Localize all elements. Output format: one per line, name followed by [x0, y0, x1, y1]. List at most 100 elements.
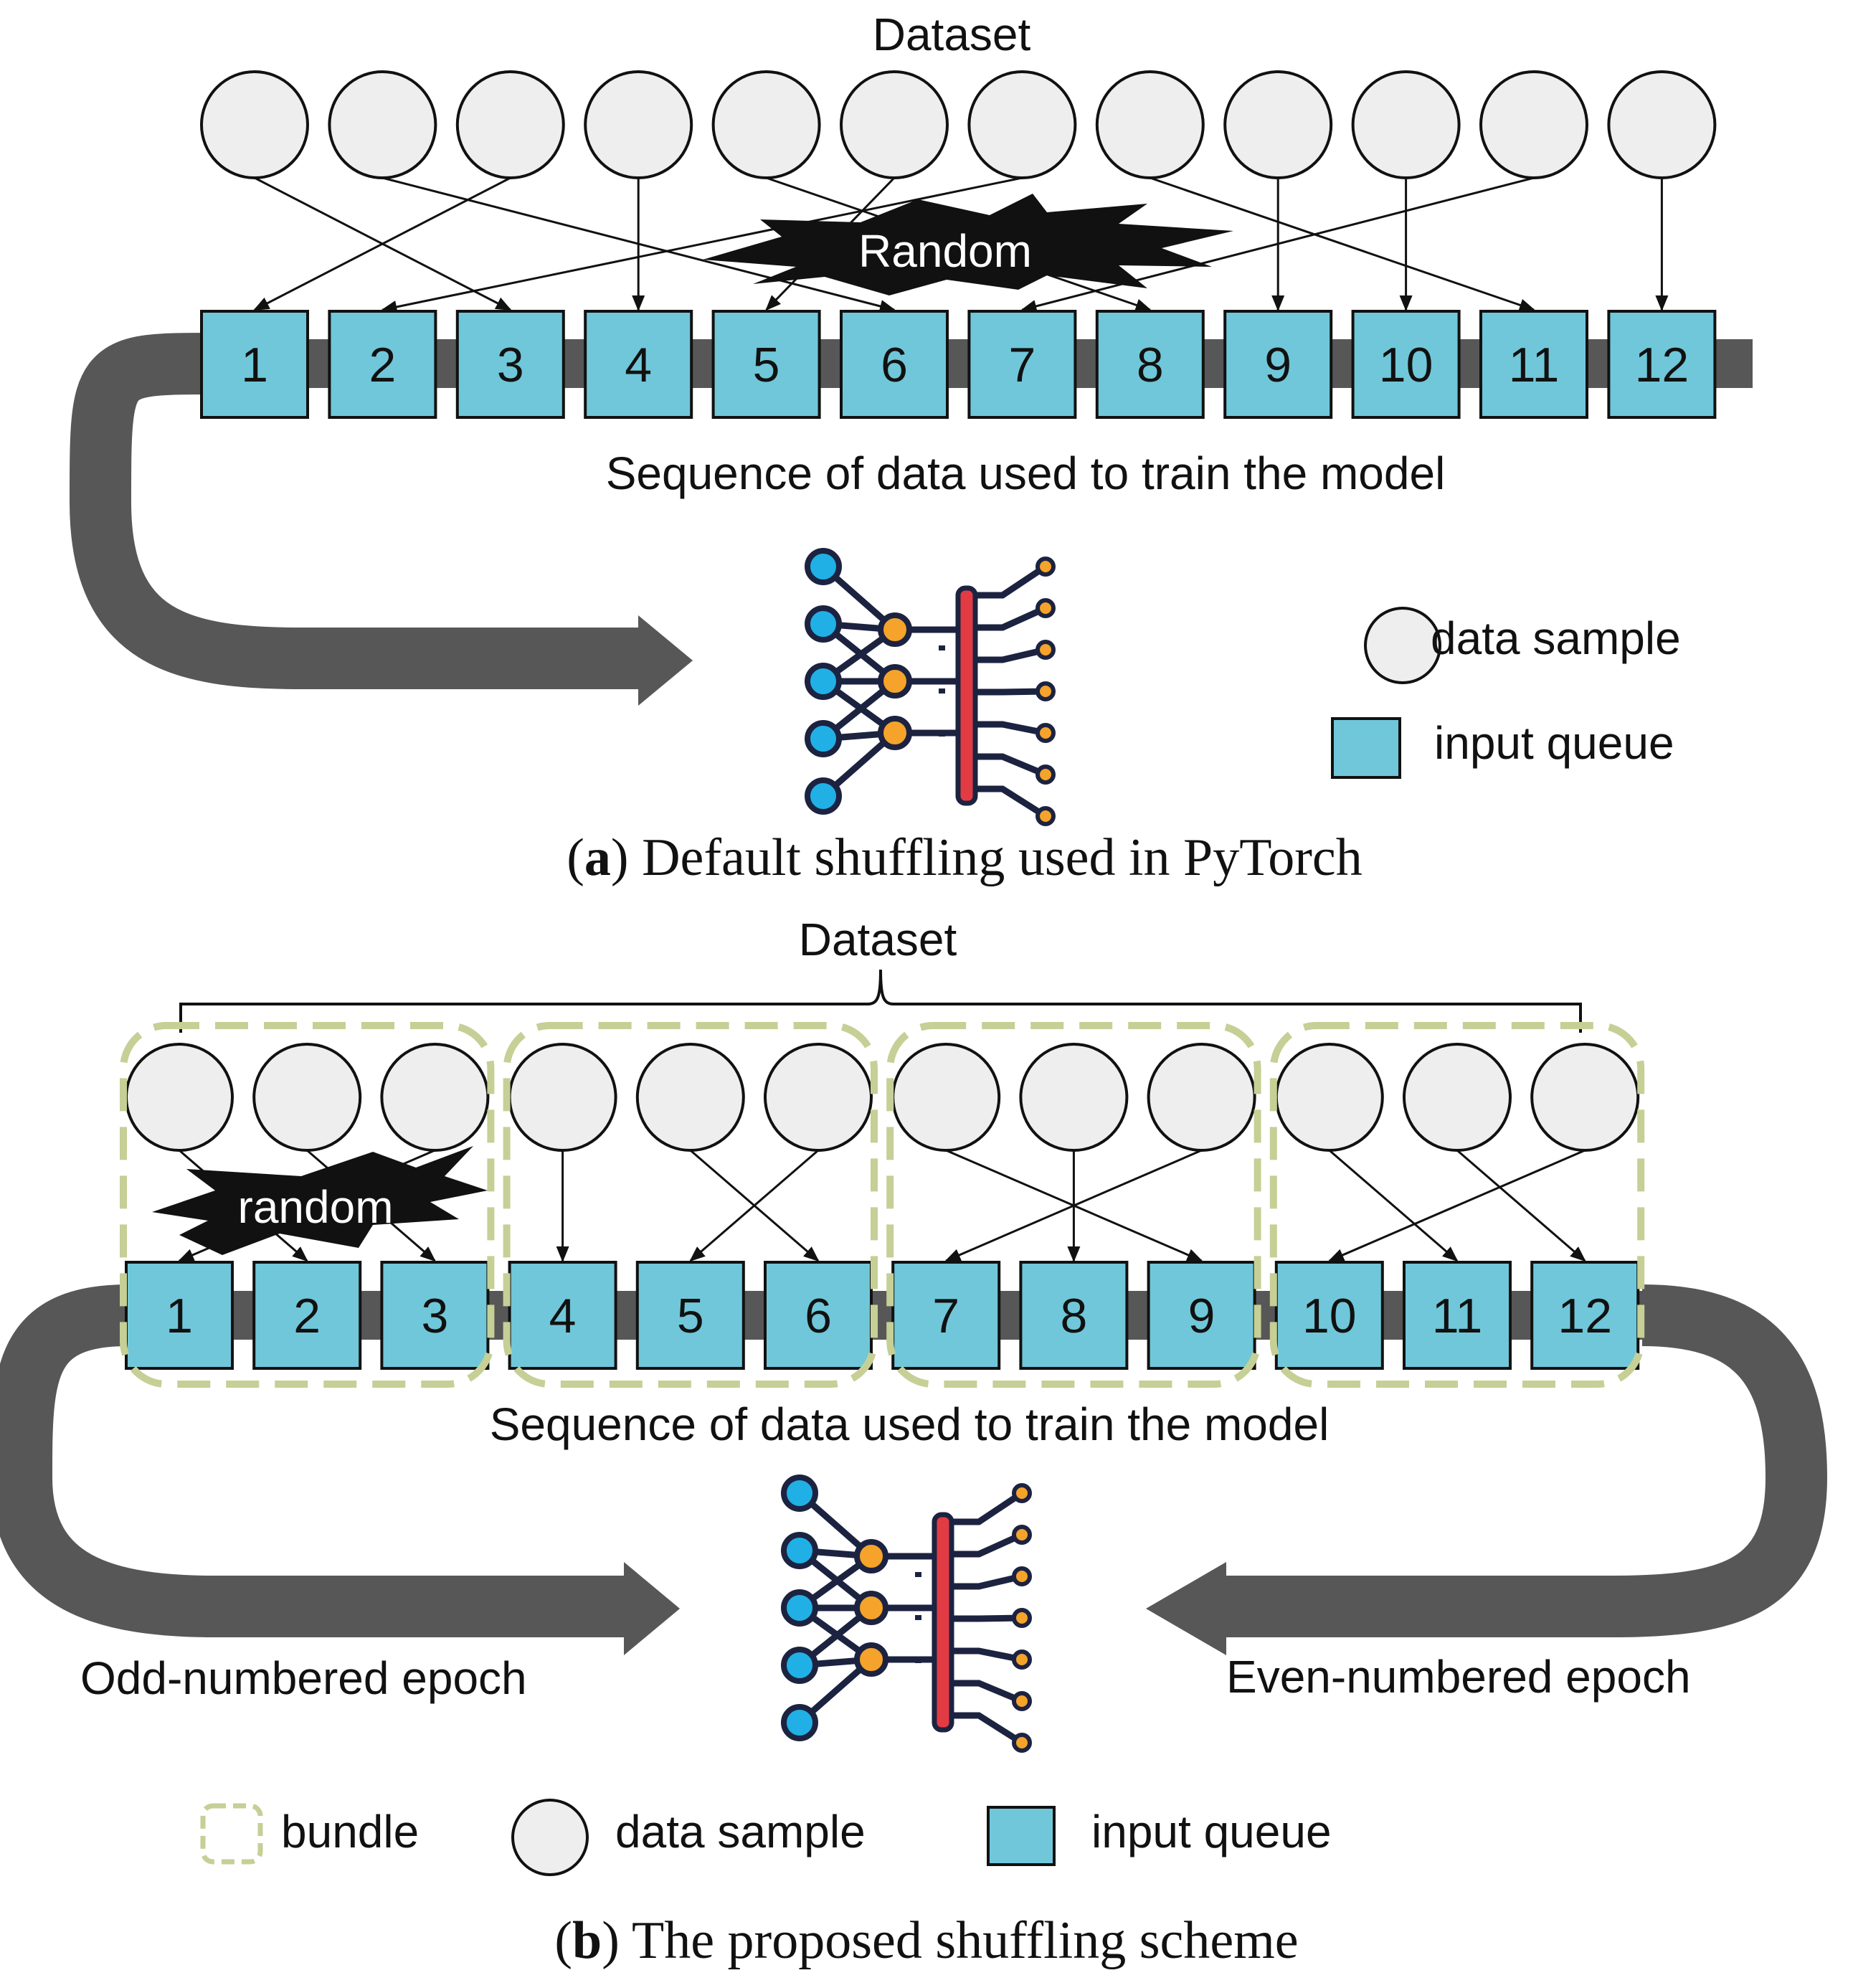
- legend-data-sample-label: data sample: [1431, 612, 1681, 664]
- bundles: [120, 1022, 1645, 1388]
- nn-output-node: [1036, 681, 1056, 701]
- data-sample-circles: [200, 70, 1717, 179]
- queue-number: 4: [549, 1289, 577, 1343]
- nn-input-node: [781, 1532, 818, 1569]
- queue-square: [328, 310, 437, 419]
- data-sample-circle: [125, 1043, 234, 1152]
- data-sample-circle: [1479, 70, 1588, 179]
- queue-number: 7: [932, 1289, 959, 1343]
- track-b: [0, 1284, 1828, 1655]
- queue-number: 9: [1264, 338, 1292, 392]
- dataset-label: Dataset: [799, 914, 957, 965]
- bundle-arrow: [689, 1149, 819, 1262]
- nn-output-node: [1012, 1649, 1032, 1670]
- nn-output-node: [1012, 1566, 1032, 1586]
- queue-square: [891, 1261, 1001, 1370]
- nn-hidden-node: [878, 664, 912, 699]
- neural-network-icon: [805, 548, 1056, 826]
- nn-dot: [939, 732, 945, 737]
- random-starburst-small: random: [152, 1146, 488, 1255]
- dataset-brace: [179, 969, 1582, 1033]
- bundle-arrow: [1327, 1149, 1586, 1262]
- nn-hidden-node: [878, 716, 912, 750]
- legend-data-sample-icon: [1364, 607, 1441, 684]
- queue-square: [840, 310, 949, 419]
- data-sample-circle: [1403, 1043, 1512, 1152]
- data-sample-circle: [764, 1043, 873, 1152]
- data-sample-circle: [328, 70, 437, 179]
- caption-a-text: Default shuffling used in PyTorch: [629, 828, 1362, 887]
- nn-input-node: [805, 548, 842, 585]
- data-sample-circle: [508, 1043, 617, 1152]
- legend-bundle-icon: [200, 1803, 263, 1865]
- queue-square: [711, 310, 821, 419]
- neural-network-icon: [781, 1475, 1032, 1753]
- nn-input-node: [805, 605, 842, 643]
- bundle-outline: [1269, 1022, 1645, 1388]
- queue-number: 5: [753, 338, 780, 392]
- queue-number: 12: [1635, 338, 1690, 392]
- legend-a: data sample input queue: [1331, 607, 1681, 779]
- nn-input-node: [781, 1647, 818, 1684]
- bundle-arrow: [1328, 1149, 1459, 1262]
- queue-number: 6: [881, 338, 908, 392]
- nn-output-node: [1012, 1525, 1032, 1545]
- queue-number: 8: [1060, 1289, 1087, 1343]
- data-sample-circle: [1607, 70, 1717, 179]
- shuffle-arrow: [1020, 176, 1535, 313]
- legend-input-queue-icon: [1331, 717, 1401, 779]
- nn-bar: [932, 1512, 954, 1733]
- data-sample-circle: [1147, 1043, 1256, 1152]
- data-sample-circle: [635, 1043, 745, 1152]
- caption-a: (a) Default shuffling used in PyTorch: [567, 828, 1362, 887]
- nn-output-node: [1012, 1483, 1032, 1503]
- queue-square: [508, 1261, 617, 1370]
- nn-dot: [915, 1572, 921, 1577]
- queue-number: 6: [805, 1289, 832, 1343]
- queue-number: 4: [625, 338, 652, 392]
- queue-square: [1607, 310, 1717, 419]
- queue-number: 9: [1188, 1289, 1215, 1343]
- bundle-outline: [120, 1022, 495, 1388]
- nn-hidden-node: [854, 1642, 888, 1677]
- data-sample-circle: [1351, 70, 1461, 179]
- nn-hidden-node: [854, 1591, 888, 1625]
- queue-square: [635, 1261, 745, 1370]
- nn-hidden-node: [854, 1539, 888, 1573]
- queue-number: 11: [1509, 338, 1560, 392]
- random-starburst: Random: [703, 194, 1233, 295]
- data-sample-circle: [1223, 70, 1333, 179]
- nn-output-node: [1012, 1733, 1032, 1753]
- queue-number: 7: [1008, 338, 1036, 392]
- shuffle-arrow: [381, 176, 1023, 313]
- queue-number: 1: [166, 1289, 193, 1343]
- queue-number: 2: [293, 1289, 321, 1343]
- nn-output-node: [1036, 598, 1056, 618]
- legend-input-queue-label: input queue: [1434, 717, 1674, 769]
- queue-square: [1147, 1261, 1256, 1370]
- data-sample-circle: [380, 1043, 490, 1152]
- queue-square: [1351, 310, 1461, 419]
- odd-epoch-label: Odd-numbered epoch: [80, 1652, 527, 1704]
- nn-input-node: [805, 720, 842, 757]
- caption-b: (b) The proposed shuffling scheme: [554, 1911, 1298, 1970]
- shuffle-arrow: [253, 176, 511, 311]
- data-sample-circle: [967, 70, 1077, 179]
- data-sample-circle: [711, 70, 821, 179]
- queue-number: 3: [497, 338, 524, 392]
- data-sample-circle: [584, 70, 693, 179]
- queue-square: [380, 1261, 490, 1370]
- data-sample-circle: [840, 70, 949, 179]
- queue-square: [1095, 310, 1205, 419]
- queue-square: [1223, 310, 1333, 419]
- nn-input-node: [805, 663, 842, 700]
- nn-hidden-node: [878, 612, 912, 647]
- queue-square: [1274, 1261, 1384, 1370]
- nn-output-node: [1036, 640, 1056, 660]
- nn-dot: [939, 645, 945, 650]
- sequence-label: Sequence of data used to train the model: [606, 448, 1446, 499]
